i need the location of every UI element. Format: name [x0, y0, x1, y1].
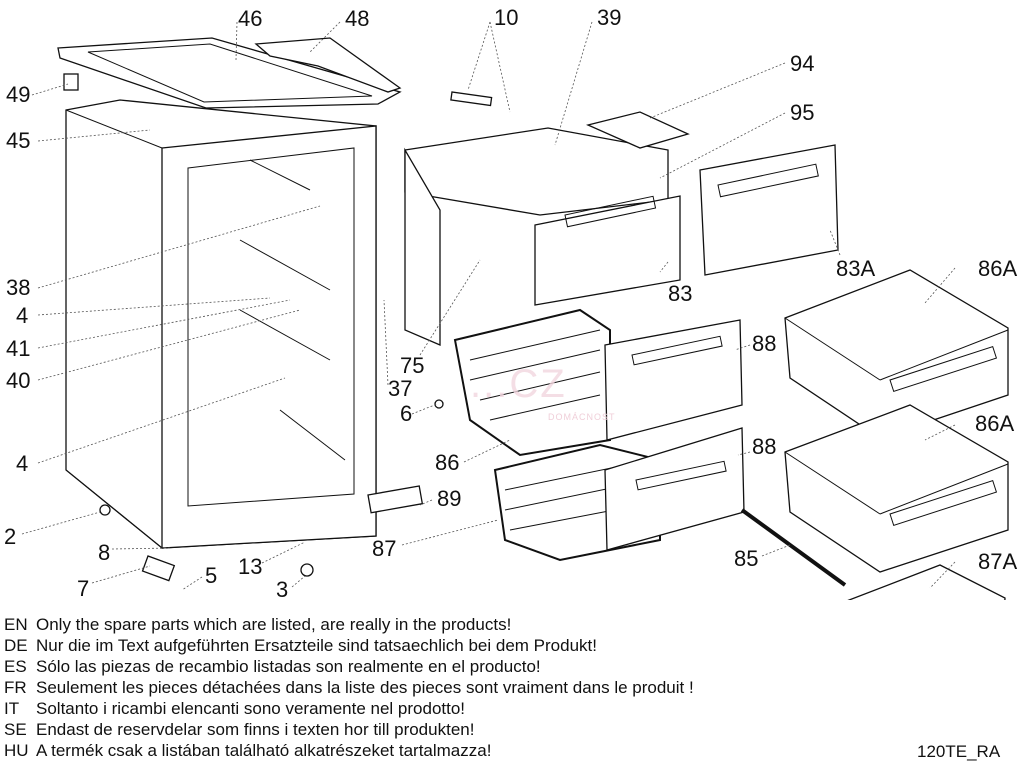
- callout-40: 40: [6, 368, 31, 393]
- note-row-se: SE Endast de reservdelar som finns i text…: [4, 719, 694, 740]
- ice-tray-part: [586, 111, 690, 149]
- freezer-compartment-part: [404, 127, 681, 346]
- note-text: Endast de reservdelar som finns i texten…: [36, 720, 475, 739]
- callout-13: 13: [238, 554, 263, 579]
- note-lang-code: ES: [4, 657, 27, 676]
- language-notes: EN Only the spare parts which are listed,…: [4, 614, 694, 761]
- wire-basket-86: [453, 308, 743, 457]
- callout-7: 7: [77, 576, 90, 601]
- callout-94: 94: [790, 51, 815, 76]
- note-row-de: DE Nur die im Text aufgeführten Ersatztei…: [4, 635, 694, 656]
- callout-38: 38: [6, 275, 31, 300]
- exploded-parts-diagram: ...CZ DOMÁCNOST 46 48 10 39 94 95 49 45 …: [4, 5, 1018, 709]
- note-text: Seulement les pieces détachées dans la l…: [36, 678, 694, 697]
- screw-part: [434, 399, 444, 409]
- wire-basket-87: [493, 427, 745, 562]
- crisper-drawer-86A-top: [784, 269, 1009, 439]
- note-lang-code: HU: [4, 741, 29, 760]
- callout-8: 8: [98, 540, 111, 565]
- callout-87: 87: [372, 536, 397, 561]
- note-text: A termék csak a listában található alkat…: [36, 741, 492, 760]
- hinge-49-part: [63, 73, 79, 91]
- callout-2: 2: [4, 524, 17, 549]
- bushing-part: [300, 563, 314, 577]
- callout-86A-bottom: 86A: [975, 411, 1015, 436]
- callout-39: 39: [597, 5, 622, 30]
- callout-88-lower: 88: [752, 434, 777, 459]
- note-text: Only the spare parts which are listed, a…: [36, 615, 512, 634]
- watermark-subtitle: DOMÁCNOST: [548, 412, 616, 422]
- note-text: Sólo las piezas de recambio listadas son…: [36, 657, 541, 676]
- callout-83: 83: [668, 281, 693, 306]
- cabinet-part: [65, 99, 377, 549]
- note-row-fr: FR Seulement les pieces détachées dans la…: [4, 677, 694, 698]
- top-cover-part: [57, 37, 402, 109]
- hinge-part: [141, 555, 176, 582]
- bracket-part: [367, 485, 424, 514]
- callout-3: 3: [276, 577, 289, 602]
- callout-89: 89: [437, 486, 462, 511]
- note-text: Soltanto i ricambi elencanti sono verame…: [36, 699, 466, 718]
- note-text: Nur die im Text aufgeführten Ersatzteile…: [36, 636, 597, 655]
- leader-lines: [21, 21, 956, 591]
- callout-85: 85: [734, 546, 759, 571]
- note-row-en: EN Only the spare parts which are listed,…: [4, 614, 694, 635]
- callout-6: 6: [400, 401, 413, 426]
- hinge-10-part: [450, 91, 493, 107]
- foot-part: [99, 504, 111, 516]
- note-lang-code: DE: [4, 636, 28, 655]
- callout-83A: 83A: [836, 256, 876, 281]
- rail-part: [740, 508, 847, 587]
- callout-88-upper: 88: [752, 331, 777, 356]
- callout-4-upper: 4: [16, 303, 29, 328]
- callout-37: 37: [388, 376, 413, 401]
- callout-75: 75: [400, 353, 425, 378]
- model-code: 120TE_RA: [917, 742, 1001, 761]
- watermark: ...CZ: [470, 362, 567, 406]
- note-lang-code: EN: [4, 615, 28, 634]
- callout-46: 46: [238, 6, 263, 31]
- callout-48: 48: [345, 6, 370, 31]
- flap-door-part: [699, 144, 839, 276]
- note-row-hu: HU A termék csak a listában található alk…: [4, 740, 694, 761]
- callout-41: 41: [6, 336, 31, 361]
- callout-5: 5: [205, 563, 218, 588]
- callout-86A-top: 86A: [978, 256, 1018, 281]
- note-row-it: IT Soltanto i ricambi elencanti sono vera…: [4, 698, 694, 719]
- callout-45: 45: [6, 128, 31, 153]
- callout-95: 95: [790, 100, 815, 125]
- callout-87A: 87A: [978, 549, 1018, 574]
- crisper-drawer-86A-bottom: [784, 404, 1009, 573]
- parts-drawing: [21, 21, 1009, 709]
- callout-10: 10: [494, 5, 519, 30]
- note-row-es: ES Sólo las piezas de recambio listadas s…: [4, 656, 694, 677]
- note-lang-code: IT: [4, 699, 20, 718]
- callout-4-lower: 4: [16, 451, 29, 476]
- note-lang-code: SE: [4, 720, 27, 739]
- callout-49: 49: [6, 82, 31, 107]
- note-lang-code: FR: [4, 678, 27, 697]
- crisper-drawer-87A: [817, 564, 1006, 709]
- callout-86: 86: [435, 450, 460, 475]
